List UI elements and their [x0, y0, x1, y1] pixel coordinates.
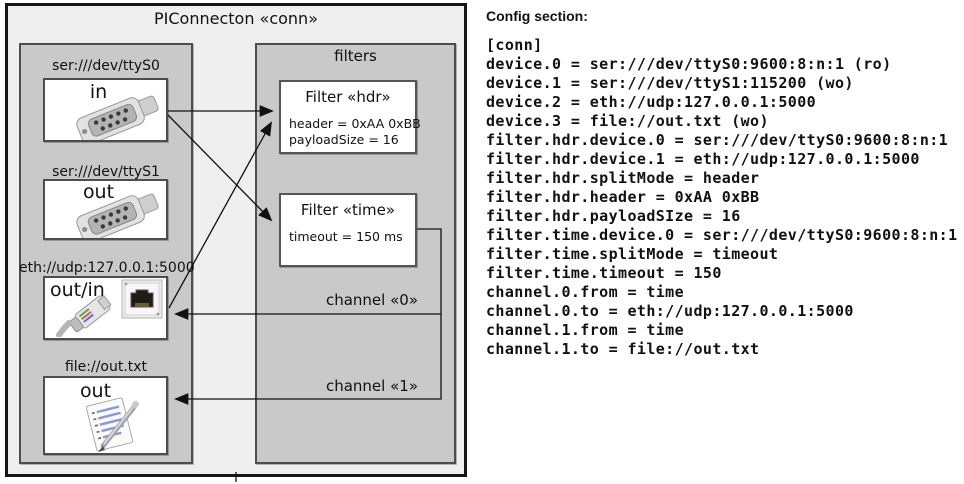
filter-title: Filter «time»: [300, 201, 396, 219]
device-node-ttys0: in: [43, 78, 168, 142]
filter-title: Filter «hdr»: [305, 88, 391, 106]
channel-1-label: channel «1»: [325, 377, 418, 395]
device-label-eth: eth://udp:127.0.0.1:5000: [19, 260, 195, 276]
device-direction: out/in: [50, 279, 105, 301]
device-node-file: out: [43, 376, 168, 455]
device-label-ttys0: ser:///dev/ttyS0: [52, 58, 160, 74]
device-direction: in: [89, 81, 108, 103]
filter-attributes: header = 0xAA 0xBB payloadSize = 16: [289, 116, 421, 147]
config-section-heading: Config section:: [486, 8, 588, 24]
filter-attributes: timeout = 150 ms: [289, 229, 403, 244]
device-node-eth: out/in: [43, 276, 168, 340]
device-label-ttys1: ser:///dev/ttyS1: [52, 164, 160, 180]
filter-node-hdr: Filter «hdr» header = 0xAA 0xBB payloadS…: [279, 80, 421, 154]
filters-panel-title: filters: [334, 47, 377, 65]
serial-connector-icon: [76, 95, 159, 140]
config-section-text: [conn] device.0 = ser:///dev/ttyS0:9600:…: [486, 36, 958, 358]
serial-connector-icon: [76, 193, 159, 238]
notepad-pencil-icon: [85, 397, 140, 452]
channel-0-label: channel «0»: [325, 291, 418, 309]
device-label-file: file://out.txt: [64, 359, 148, 375]
device-direction: out: [79, 380, 112, 402]
ethernet-connector-icon: [56, 279, 163, 337]
device-node-ttys1: out: [43, 179, 168, 240]
filter-node-time: Filter «time» timeout = 150 ms: [279, 193, 417, 267]
device-direction: out: [82, 181, 115, 203]
connector-title: PIConnecton «conn»: [154, 9, 318, 28]
